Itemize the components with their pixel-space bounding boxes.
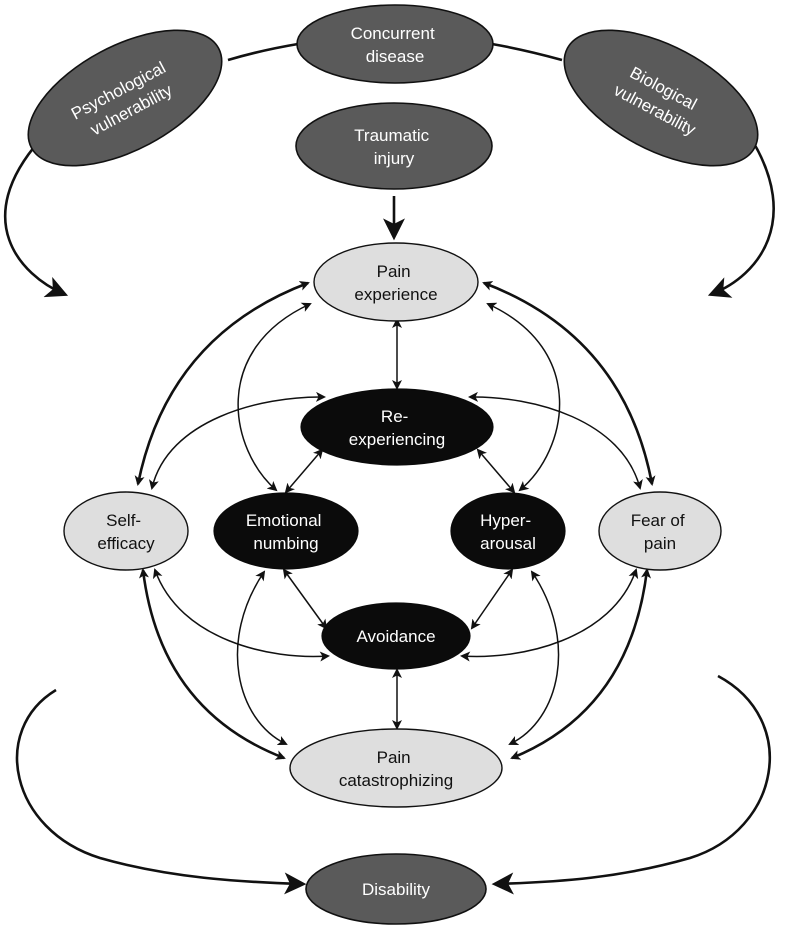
node-fear-of-pain: Fear of pain (598, 491, 722, 571)
edge-fear-of-pain-pain-catastrophizing (510, 568, 651, 760)
edge-left-to-disability (15, 688, 307, 895)
svg-text:Self- efficacy: Self- efficacy (97, 511, 155, 553)
node-emotional-numbing: Emotional numbing (213, 492, 359, 570)
svg-text:Pain experience: Pain experience (354, 262, 437, 304)
edges (3, 42, 775, 895)
edge-psych-to-concurrent (227, 42, 299, 62)
svg-text:Re- experiencing: Re- experiencing (349, 407, 445, 449)
edge-fear-of-pain-avoidance (460, 568, 639, 662)
edge-concurrent-to-bio (491, 42, 563, 62)
edge-right-to-disability (491, 674, 771, 895)
svg-text:Pain catastrophizing: Pain catastrophizing (339, 748, 453, 790)
svg-text:Concurrent disease: Concurrent disease (351, 24, 440, 66)
svg-text:Emotional numbing: Emotional numbing (246, 511, 326, 553)
svg-text:Disability: Disability (362, 880, 431, 899)
node-avoidance: Avoidance (321, 602, 471, 670)
nodes: Concurrent disease Psychological vulnera… (27, 4, 759, 925)
edge-emotional-numbing-pain-catastrophizing (236, 570, 288, 746)
edge-pain-experience-fear-of-pain (482, 281, 656, 486)
edge-pain-experience-hyper-arousal (486, 302, 561, 492)
edge-re-experiencing-hyper-arousal (476, 448, 516, 494)
node-pain-experience: Pain experience (313, 242, 479, 322)
edge-self-efficacy-pain-catastrophizing (139, 568, 286, 760)
edge-fear-of-pain-re-experiencing (468, 391, 643, 490)
node-hyper-arousal: Hyper- arousal (450, 492, 566, 570)
edge-re-experiencing-emotional-numbing (284, 448, 324, 494)
edge-bio-to-center (707, 139, 775, 298)
svg-text:Traumatic injury: Traumatic injury (354, 126, 434, 168)
edge-pain-experience-emotional-numbing (237, 302, 312, 492)
node-biological-vulnerability: Biological vulnerability (563, 29, 759, 167)
node-concurrent-disease: Concurrent disease (296, 4, 494, 84)
edge-self-efficacy-avoidance (152, 568, 330, 662)
node-psychological-vulnerability: Psychological vulnerability (27, 29, 223, 167)
node-pain-catastrophizing: Pain catastrophizing (289, 728, 503, 808)
svg-text:Fear of pain: Fear of pain (631, 511, 690, 553)
node-traumatic-injury: Traumatic injury (295, 102, 493, 190)
edge-hyper-arousal-pain-catastrophizing (508, 570, 560, 746)
node-self-efficacy: Self- efficacy (63, 491, 189, 571)
svg-text:Hyper- arousal: Hyper- arousal (480, 511, 536, 553)
edge-emotional-numbing-avoidance (282, 568, 328, 630)
node-re-experiencing: Re- experiencing (300, 388, 494, 466)
node-disability: Disability (305, 853, 487, 925)
edge-hyper-arousal-avoidance (470, 568, 514, 630)
edge-self-efficacy-re-experiencing (148, 391, 326, 490)
edge-psych-to-center (3, 139, 69, 298)
svg-text:Avoidance: Avoidance (356, 627, 435, 646)
edge-pain-experience-self-efficacy (134, 281, 310, 486)
